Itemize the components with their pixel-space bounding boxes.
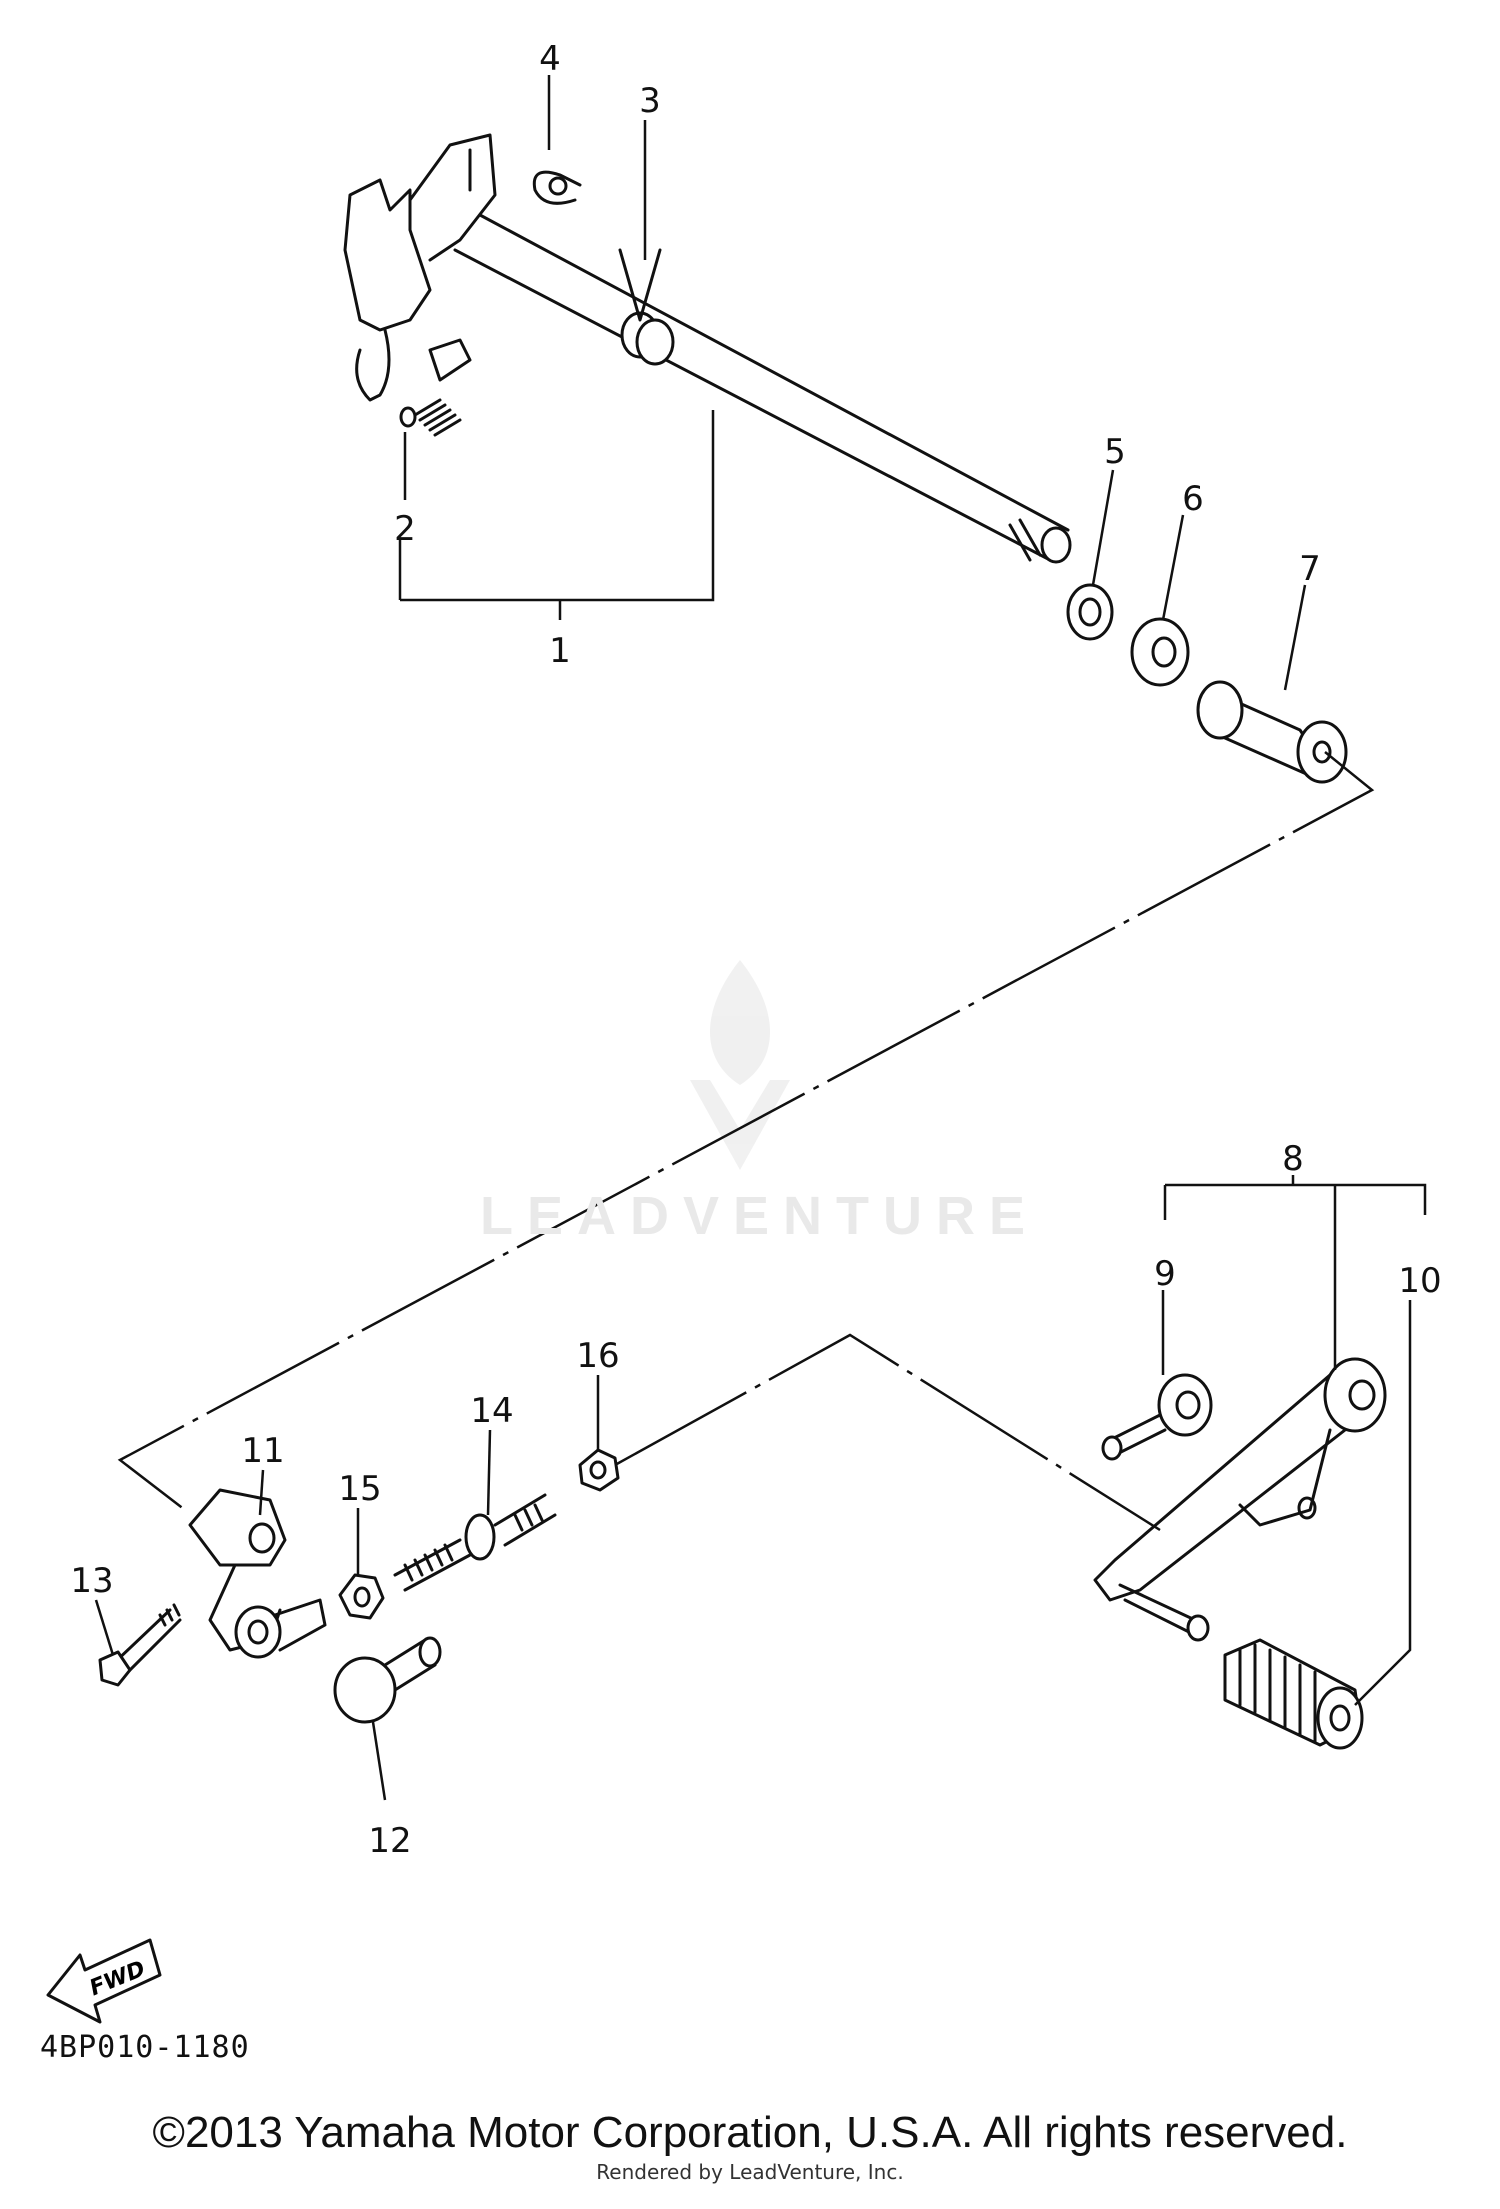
callout-6: 6 (1182, 479, 1204, 519)
callout-7: 7 (1299, 549, 1321, 589)
copyright-notice: ©2013 Yamaha Motor Corporation, U.S.A. A… (152, 2108, 1348, 2157)
diagram-code: 4BP010-1180 (40, 2030, 250, 2065)
shift-link-arm-11 (188, 1488, 327, 1659)
ball-joint-12 (333, 1636, 442, 1724)
callout-9: 9 (1154, 1254, 1176, 1294)
callout-5: 5 (1104, 432, 1126, 472)
shift-rod-14 (393, 1493, 557, 1592)
bolt-13 (98, 1603, 182, 1687)
shift-shaft-assembly (343, 133, 1072, 564)
callout-15: 15 (338, 1469, 381, 1509)
callout-3: 3 (639, 81, 661, 121)
watermark-text: LEADVENTURE (480, 1186, 1040, 1246)
shift-pedal-10 (1093, 1357, 1387, 1750)
oil-seal-6 (1130, 617, 1190, 687)
nut-16 (578, 1448, 620, 1492)
callout-2: 2 (394, 509, 416, 549)
leader-lines-top (398, 75, 1307, 691)
callout-16: 16 (576, 1336, 619, 1376)
fwd-arrow-icon: FWD (46, 1938, 162, 2024)
callout-10: 10 (1398, 1261, 1441, 1301)
assembly-chain-line-2 (614, 1333, 1161, 1532)
callout-13: 13 (70, 1561, 113, 1601)
leader-lines-bottom (94, 1175, 1427, 1801)
callout-12: 12 (368, 1821, 411, 1861)
callout-4: 4 (539, 39, 561, 79)
callout-labels: 4 3 2 1 5 6 7 8 9 10 11 16 14 15 13 12 (70, 39, 1441, 1861)
callout-8: 8 (1282, 1139, 1304, 1179)
nut-15 (338, 1573, 385, 1620)
assembly-chain-line-1 (117, 751, 1375, 1511)
callout-14: 14 (470, 1391, 513, 1431)
rod-end-9 (1101, 1373, 1213, 1461)
watermark-logo (690, 960, 790, 1170)
callout-1: 1 (549, 631, 571, 671)
callout-11: 11 (241, 1431, 284, 1471)
rendered-by-credit: Rendered by LeadVenture, Inc. (596, 2160, 904, 2184)
collar-7 (1196, 680, 1348, 784)
washer-5 (1066, 583, 1114, 641)
